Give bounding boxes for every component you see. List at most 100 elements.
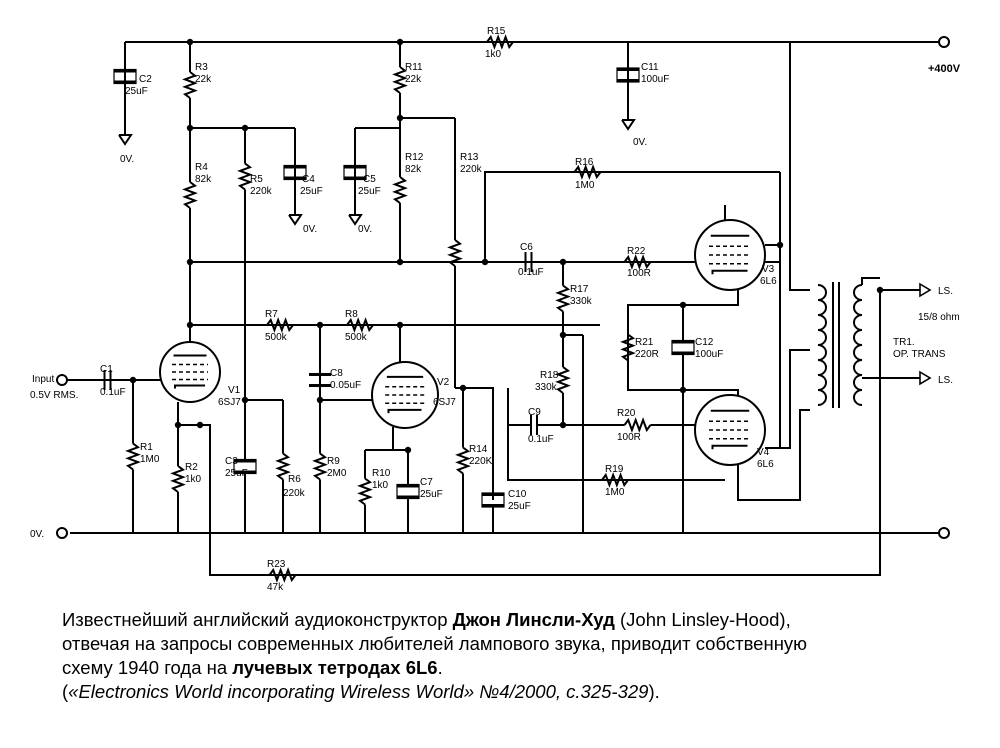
r19-ref: R19 (605, 464, 624, 475)
wire (455, 387, 494, 500)
transformer-secondary-winding (853, 389, 863, 406)
r5-ref: R5 (250, 174, 263, 185)
caption-text: . (437, 657, 443, 678)
terminal (938, 36, 950, 48)
r14-value: 220K (469, 456, 493, 467)
r16-ref: R16 (575, 157, 594, 168)
r18-ref: R18 (540, 370, 559, 381)
ls-label-bottom: LS. (938, 375, 953, 386)
transformer-primary-winding (817, 299, 827, 316)
c11-ground-label: 0V. (633, 137, 647, 148)
electrolytic-body (233, 458, 257, 475)
tube-cathode (387, 408, 422, 414)
c1-value: 0.1uF (100, 387, 126, 398)
wire (280, 290, 881, 576)
r7-value: 500k (265, 332, 288, 343)
caption-line-3: схему 1940 года на лучевых тетродах 6L6. (62, 656, 962, 680)
component-labels: R151k0+400V0V.C225uF0V.C11100uF0V.R322kR… (30, 26, 961, 593)
electrolytic-body (481, 492, 505, 508)
r12-value: 82k (405, 164, 422, 175)
r15-ref: R15 (487, 26, 506, 37)
input-level: 0.5V RMS. (30, 390, 78, 401)
r3-ref: R3 (195, 62, 208, 73)
r5-value: 220k (250, 186, 273, 197)
c8-ref: C8 (330, 368, 343, 379)
resistor-symbol (447, 239, 463, 267)
tube-type-highlight: лучевых тетродах 6L6 (232, 657, 438, 678)
r11-value: 22k (405, 74, 422, 85)
caption-line-4: («Electronics World incorporating Wirele… (62, 680, 962, 704)
capacitor-plate (482, 504, 504, 507)
wire (765, 172, 781, 246)
r17-value: 330k (570, 296, 593, 307)
tube-cathode (711, 269, 748, 275)
resistor-symbol (392, 66, 408, 94)
transformer-impedance: 15/8 ohm (918, 312, 960, 323)
wire (789, 42, 810, 291)
r4-ref: R4 (195, 162, 208, 173)
resistor-symbol (555, 284, 571, 313)
c5-ref: C5 (363, 174, 376, 185)
c1-ref: C1 (100, 364, 113, 375)
v3-type: 6L6 (760, 276, 777, 287)
r11-ref: R11 (405, 62, 423, 73)
r9-ref: R9 (327, 456, 340, 467)
capacitor-plate (482, 493, 504, 496)
caption-text: Известнейший английский аудиоконструктор (62, 609, 453, 630)
resistor-symbol (182, 181, 198, 209)
transformer-ref: TR1. (893, 337, 915, 348)
resistor-symbol (170, 465, 186, 493)
v3-ref: V3 (762, 264, 775, 275)
capacitor-plate (397, 484, 419, 488)
wiring (67, 38, 940, 576)
r21-value: 220R (635, 349, 659, 360)
transformer-primary-winding (817, 314, 827, 331)
r7-ref: R7 (265, 309, 278, 320)
c2-ref: C2 (139, 74, 152, 85)
r10-value: 1k0 (372, 480, 389, 491)
resistor-symbol (623, 254, 652, 270)
resistor-symbol (623, 417, 652, 433)
wire (861, 277, 880, 285)
caption-text: ( (62, 681, 69, 702)
c9-value: 0.1uF (528, 434, 554, 445)
resistor-symbol (455, 446, 471, 475)
electrolytic-body (113, 68, 137, 85)
transformer-secondary-winding (853, 374, 863, 391)
caption-line-1: Известнейший английский аудиоконструктор… (62, 608, 962, 632)
transformer-secondary-winding (853, 359, 863, 376)
capacitor-plate (114, 69, 136, 73)
v1-type: 6SJ7 (218, 397, 241, 408)
supply-label: +400V (928, 63, 961, 75)
v2-ref: V2 (437, 377, 450, 388)
r2-ref: R2 (185, 462, 198, 473)
r1-ref: R1 (140, 442, 153, 453)
v4-type: 6L6 (757, 459, 774, 470)
ground-symbol (288, 214, 303, 226)
wire (737, 409, 810, 501)
source-reference: «Electronics World incorporating Wireles… (68, 681, 649, 702)
capacitor-plate (284, 165, 306, 169)
resistor-symbol (182, 71, 198, 99)
r2-value: 1k0 (185, 474, 202, 485)
v4-ref: V4 (757, 447, 770, 458)
c2-ground-label: 0V. (120, 154, 134, 165)
resistor-symbol (125, 442, 141, 471)
r3-value: 22k (195, 74, 212, 85)
r22-ref: R22 (627, 246, 646, 257)
r10-ref: R10 (372, 468, 391, 479)
capacitor-plate (309, 373, 331, 376)
transformer-primary-winding (817, 344, 827, 361)
junction-dot (196, 421, 204, 429)
capacitor-plate (234, 459, 256, 463)
ground-symbol (348, 214, 363, 226)
v1-ref: V1 (228, 385, 241, 396)
junction-dot (396, 258, 404, 266)
caption-text: (John Linsley-Hood), (614, 609, 791, 630)
c9-ref: C9 (528, 407, 541, 418)
r6-value: 220k (283, 488, 306, 499)
r4-value: 82k (195, 174, 212, 185)
c4-ground-label: 0V. (303, 224, 317, 235)
components (56, 34, 950, 583)
r8-value: 500k (345, 332, 368, 343)
